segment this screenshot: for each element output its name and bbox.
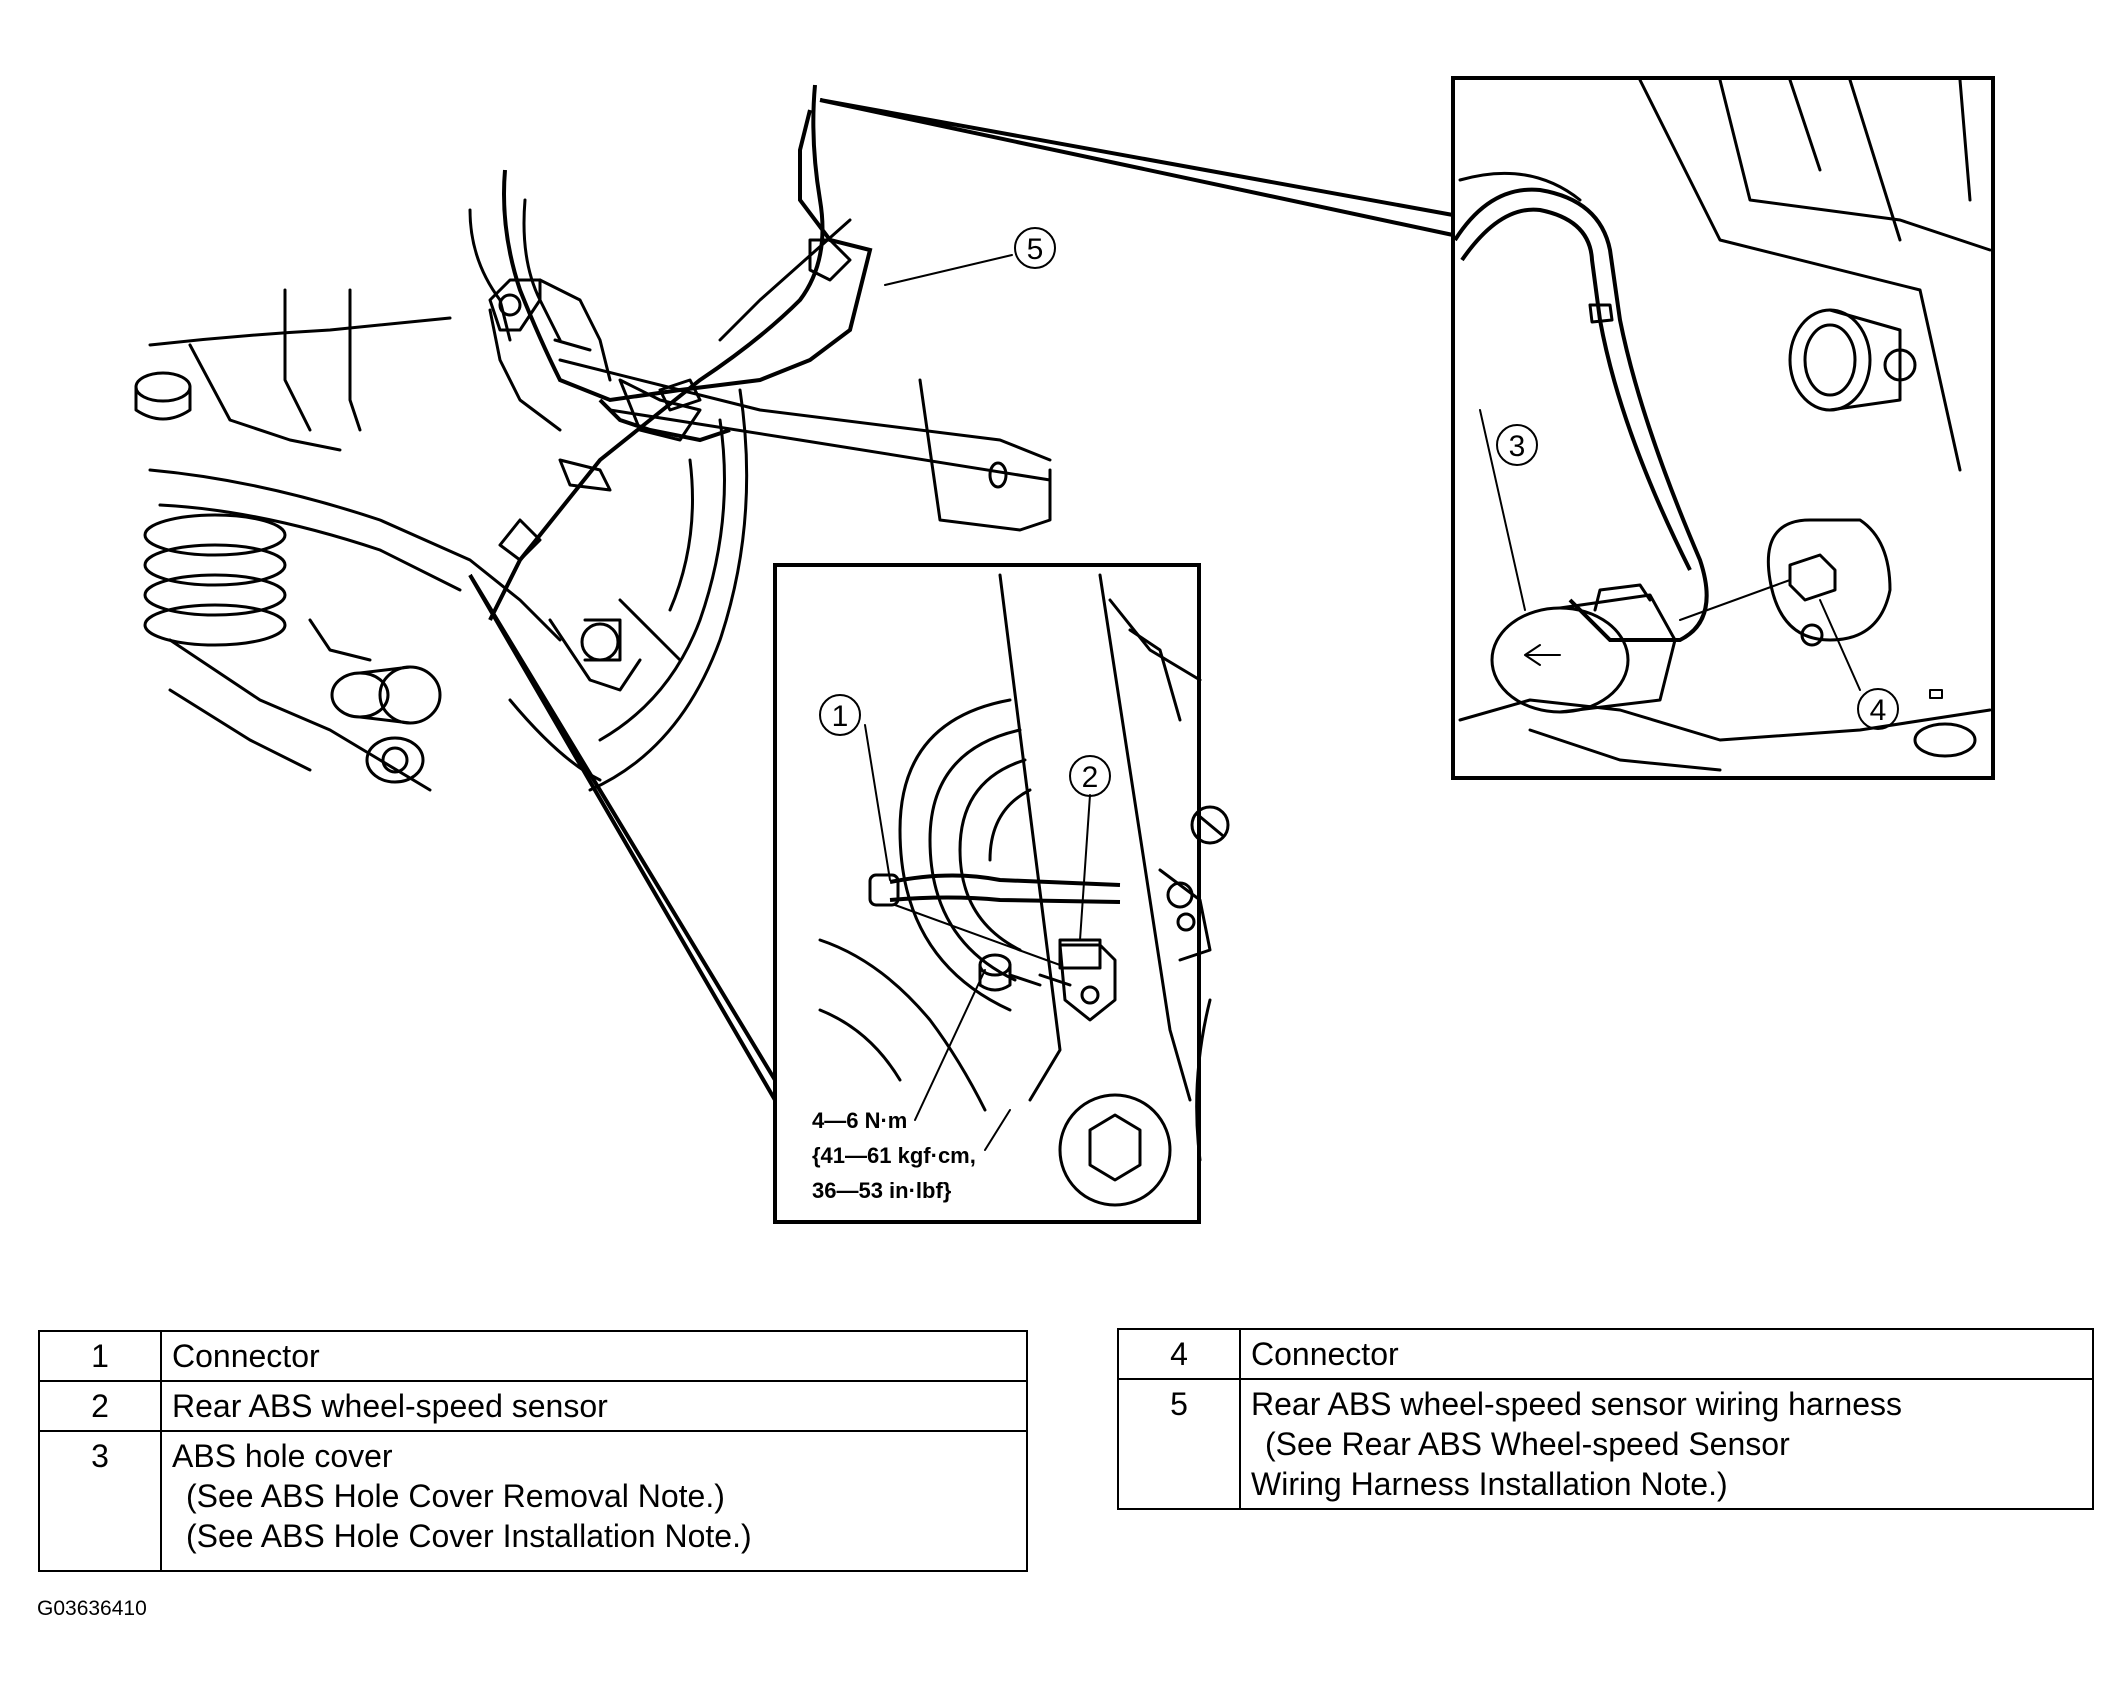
wiring-harness-route	[488, 84, 873, 621]
legend-text: Rear ABS wheel-speed sensor	[160, 1380, 1028, 1432]
legend-note: (See ABS Hole Cover Installation Note.)	[186, 1518, 752, 1554]
legend-num: 3	[38, 1430, 162, 1572]
callout-4: 4	[1857, 688, 1899, 730]
callout-1: 1	[819, 694, 861, 736]
right-inset-link-lines	[819, 98, 1454, 237]
legend-row-5: 5 Rear ABS wheel-speed sensor wiring har…	[1117, 1378, 2094, 1510]
legend-note: (See Rear ABS Wheel-speed Sensor	[1265, 1426, 1790, 1462]
sensor	[1038, 938, 1117, 1022]
callout-2: 2	[1069, 755, 1111, 797]
connector-4-shape	[1679, 518, 1892, 642]
legend-row-3: 3 ABS hole cover (See ABS Hole Cover Rem…	[38, 1430, 1028, 1572]
legend-row-1: 1 Connector	[38, 1330, 1028, 1382]
hole-cover	[1490, 583, 1677, 714]
legend-text: Rear ABS wheel-speed sensor wiring harne…	[1239, 1378, 2094, 1510]
svg-text:1: 1	[832, 700, 849, 733]
hub-bolt	[580, 618, 622, 662]
inset-cable	[868, 873, 1121, 966]
brake-drum	[508, 388, 749, 792]
svg-text:{41—61 kgf·cm,: {41—61 kgf·cm,	[812, 1143, 976, 1168]
hole-cover-cable	[1453, 187, 1709, 642]
legend-num: 5	[1117, 1378, 1241, 1510]
svg-text:3: 3	[1509, 430, 1526, 463]
bushing	[330, 665, 442, 784]
leader-5	[884, 254, 1013, 286]
figure-id: G03636410	[37, 1597, 147, 1620]
tube-bolt	[1788, 308, 1917, 412]
callout-3: 3	[1496, 424, 1538, 466]
svg-text:4: 4	[1870, 694, 1887, 727]
legend-text: Connector	[160, 1330, 1028, 1382]
legend-row-2: 2 Rear ABS wheel-speed sensor	[38, 1380, 1028, 1432]
legend-row-4: 4 Connector	[1117, 1328, 2094, 1380]
coil-spring	[143, 513, 287, 647]
svg-text:4—6 N·m: 4—6 N·m	[812, 1108, 907, 1133]
hex-bolt	[1058, 1093, 1172, 1207]
legend-num: 4	[1117, 1328, 1241, 1380]
main-suspension-view	[134, 84, 1052, 792]
legend-table-right: 4 Connector 5 Rear ABS wheel-speed senso…	[1117, 1328, 2094, 1510]
svg-text:5: 5	[1027, 233, 1044, 266]
mounting-bolt	[978, 953, 1042, 992]
inset-sensor-detail	[773, 563, 1230, 1224]
legend-text: Connector	[1239, 1328, 2094, 1380]
plug-cap	[134, 371, 192, 421]
legend-table-left: 1 Connector 2 Rear ABS wheel-speed senso…	[38, 1330, 1028, 1572]
legend-num: 1	[38, 1330, 162, 1382]
svg-text:36—53 in·lbf}: 36—53 in·lbf}	[812, 1178, 952, 1203]
inset-link-lines	[468, 573, 777, 1102]
legend-num: 2	[38, 1380, 162, 1432]
svg-text:2: 2	[1082, 761, 1099, 794]
torque-spec: 4—6 N·m {41—61 kgf·cm, 36—53 in·lbf}	[812, 1108, 976, 1203]
legend-note: Wiring Harness Installation Note.)	[1251, 1466, 1728, 1502]
inset-hole-cover-detail	[1451, 76, 1995, 780]
callout-5: 5	[1014, 227, 1056, 269]
legend-note: (See ABS Hole Cover Removal Note.)	[186, 1478, 725, 1514]
legend-text: ABS hole cover (See ABS Hole Cover Remov…	[160, 1430, 1028, 1572]
